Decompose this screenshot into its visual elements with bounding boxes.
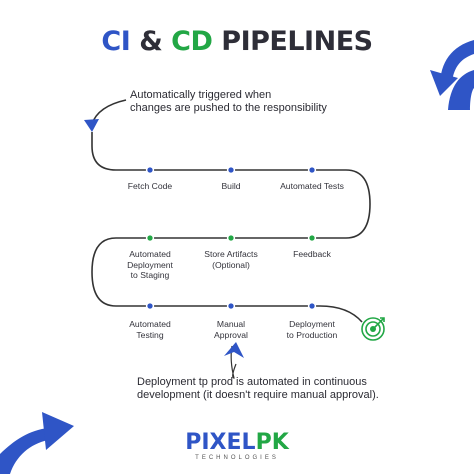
stage-dot-row1-3 <box>307 165 317 175</box>
stage-deployment-production: Deployment to Production <box>286 319 338 340</box>
stage-dot-row3-2 <box>226 301 236 311</box>
trigger-arrowhead-icon <box>84 119 99 132</box>
brand-logo: PIXELPK TECHNOLOGIES <box>0 430 474 462</box>
stage-dot-row1-1 <box>145 165 155 175</box>
brand-name-pk: PK <box>255 430 289 455</box>
corner-arrow-top-right-icon <box>430 40 474 110</box>
deployment-note: Deployment tp prod is automated in conti… <box>137 376 379 402</box>
title-amp: & <box>139 26 163 57</box>
stage-build: Build <box>221 181 241 191</box>
stage-fetch-code: Fetch Code <box>127 181 173 191</box>
brand-name-pixel: PIXEL <box>185 430 256 455</box>
stage-dot-row2-3 <box>307 233 317 243</box>
stage-automated-deployment-staging: Automated Deployment to Staging <box>127 249 173 280</box>
title-pipelines: PIPELINES <box>221 26 373 57</box>
stage-store-artifacts: Store Artifacts (Optional) <box>204 249 258 270</box>
trigger-note-line1: Automatically triggered when <box>130 89 272 101</box>
stage-dot-row1-2 <box>226 165 236 175</box>
target-icon <box>361 317 385 341</box>
brand-subtitle: TECHNOLOGIES <box>195 455 279 461</box>
page-title: CI & CD PIPELINES <box>0 26 474 57</box>
stage-dot-row3-3 <box>307 301 317 311</box>
stage-dot-row2-1 <box>145 233 155 243</box>
stage-dot-row3-1 <box>145 301 155 311</box>
pointer-arrowhead-icon <box>224 342 244 358</box>
stage-feedback: Feedback <box>293 249 331 259</box>
stage-manual-approval: Manual Approval <box>214 319 248 340</box>
stage-automated-tests: Automated Tests <box>280 181 344 191</box>
stage-dot-row2-2 <box>226 233 236 243</box>
corner-arrow-bottom-left-icon <box>0 412 74 474</box>
title-ci: CI <box>101 26 131 57</box>
title-cd: CD <box>171 26 213 57</box>
trigger-note-line2: changes are pushed to the responsibility <box>130 102 327 114</box>
deployment-note-line1: Deployment tp prod is automated in conti… <box>137 376 367 388</box>
deployment-note-line2: development (it doesn't require manual a… <box>137 389 379 401</box>
stage-automated-testing: Automated Testing <box>129 319 171 340</box>
trigger-note: Automatically triggered when changes are… <box>130 89 327 115</box>
